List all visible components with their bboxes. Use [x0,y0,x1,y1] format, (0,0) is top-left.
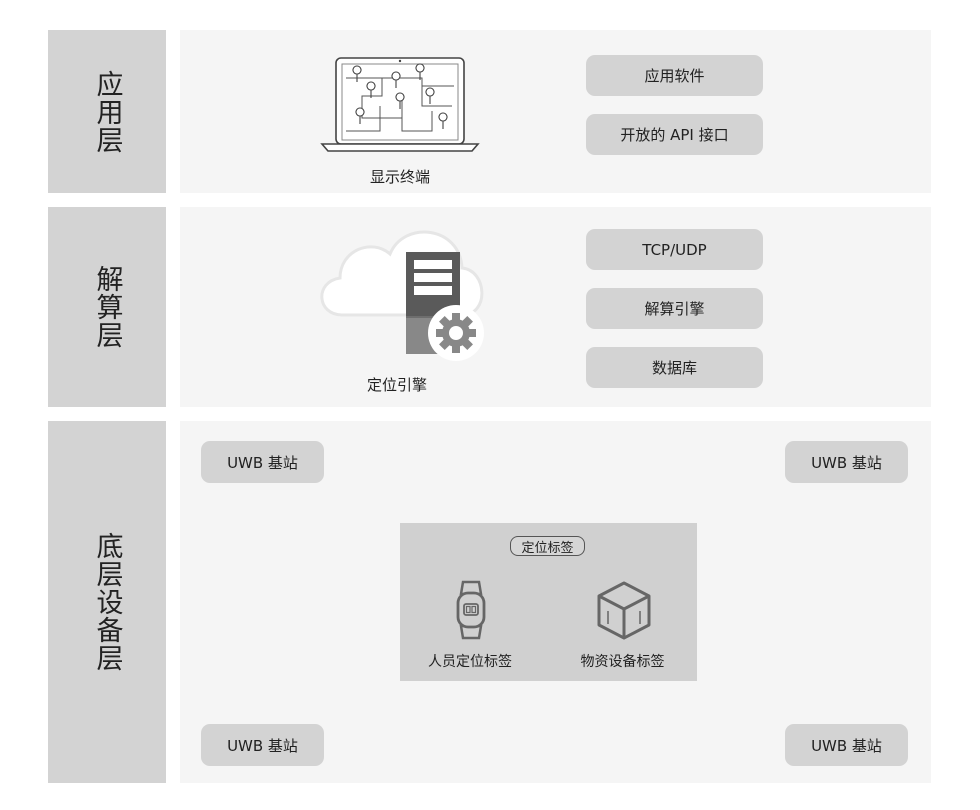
app-item-software: 应用软件 [586,55,763,96]
uwb-base-station: UWB 基站 [201,724,324,766]
watch-icon [456,580,486,640]
compute-item-solver: 解算引擎 [586,288,763,329]
asset-tag-label: 物资设备标签 [580,654,665,670]
layer-label-compute: 解算层 [48,207,166,407]
box-icon [597,581,651,640]
gear-icon [428,305,484,361]
app-layer-panel [180,30,931,193]
compute-item-tcp-udp: TCP/UDP [586,229,763,270]
terminal-caption: 显示终端 [369,168,430,186]
uwb-base-station: UWB 基站 [785,724,908,766]
uwb-base-station: UWB 基站 [201,441,324,483]
person-tag-label: 人员定位标签 [428,654,512,670]
positioning-tag-group: 定位标签 人员定位标签 物资设备标签 [400,523,697,681]
tag-group-label: 定位标签 [510,536,585,556]
layer-label-app: 应用层 [48,30,166,193]
engine-caption: 定位引擎 [366,376,427,394]
layer-label-app-text: 应用层 [91,69,123,154]
app-item-api: 开放的 API 接口 [586,114,763,155]
laptop-map-icon [320,57,480,152]
compute-item-database: 数据库 [586,347,763,388]
layer-label-device: 底层设备层 [48,421,166,783]
uwb-base-station: UWB 基站 [785,441,908,483]
compute-layer-panel [180,207,931,407]
layer-label-device-text: 底层设备层 [91,532,123,672]
layer-label-compute-text: 解算层 [91,265,123,349]
